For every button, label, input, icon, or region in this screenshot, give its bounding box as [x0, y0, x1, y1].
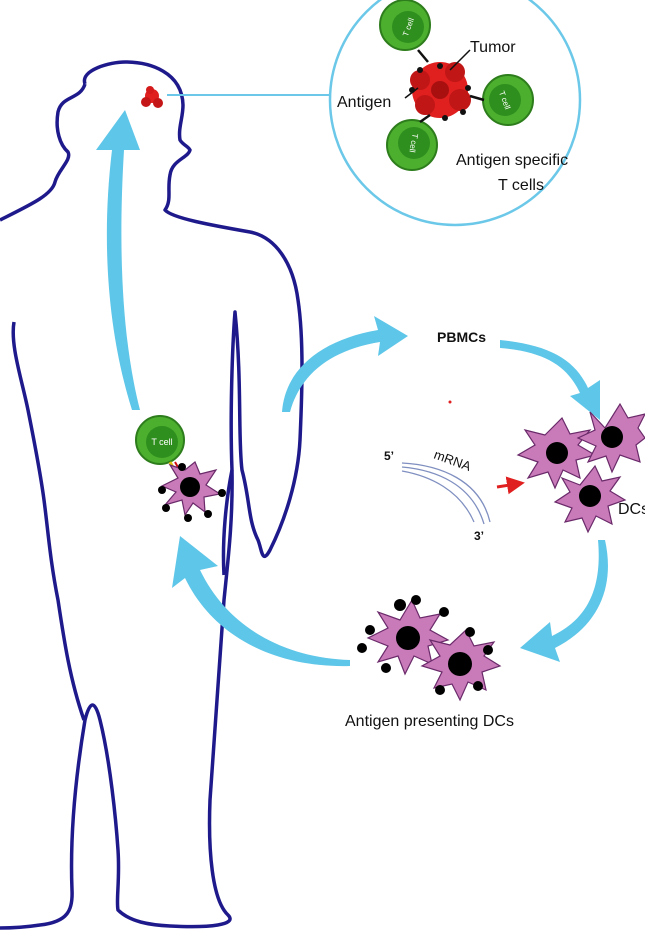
antigen-presenting-dcs-icon [357, 595, 502, 702]
red-dot [448, 400, 452, 404]
tumor-label: Tumor [470, 39, 516, 56]
lymph-t-cell-label: T cell [151, 437, 172, 447]
t-cell-icon: T cell [386, 119, 438, 171]
tcell-receptor [469, 94, 485, 102]
lymph-node-t-cell-icon: T cell [135, 415, 185, 465]
antigen-presenting-dcs-label: Antigen presenting DCs [345, 713, 514, 730]
body-outline-left-arm [11, 321, 86, 721]
head-tumor-icon [141, 86, 163, 108]
mrna-strand [401, 470, 475, 523]
pbmcs-label: PBMCs [437, 329, 486, 345]
body-outline-left [0, 83, 87, 222]
arrow-to-dcs [500, 340, 600, 420]
antigen-label: Antigen [337, 94, 391, 111]
t-cell-icon: T cell [379, 0, 431, 51]
arrow-to-presenting-dcs [520, 540, 608, 662]
body-outline [0, 60, 304, 930]
dcs-label: DCs [618, 501, 645, 518]
upward-arrow [96, 110, 140, 410]
arrow-to-pbmcs [282, 316, 408, 412]
mrna-strand [401, 466, 485, 525]
mrna-strand [401, 462, 491, 523]
body-outline-right-leg-inner [221, 469, 234, 576]
t-cells-label: T cells [498, 177, 544, 194]
t-cell-label: T cell [407, 133, 419, 153]
dc-cluster-icon [516, 402, 645, 534]
lymph-node-dc-icon [158, 461, 226, 522]
three-prime-label: 3’ [474, 529, 484, 543]
antigen-pointer-line [404, 87, 419, 99]
tcell-receptor [419, 113, 431, 124]
tumor-cluster-icon [409, 62, 471, 121]
t-cell-icon: T cell [482, 74, 534, 126]
tcell-receptor [417, 49, 429, 63]
antigen-specific-label: Antigen specific [456, 152, 568, 169]
arrow-back-to-body [172, 536, 350, 667]
red-arrow [496, 476, 525, 495]
tumor-pointer-line [449, 49, 471, 71]
five-prime-label: 5’ [384, 449, 394, 463]
